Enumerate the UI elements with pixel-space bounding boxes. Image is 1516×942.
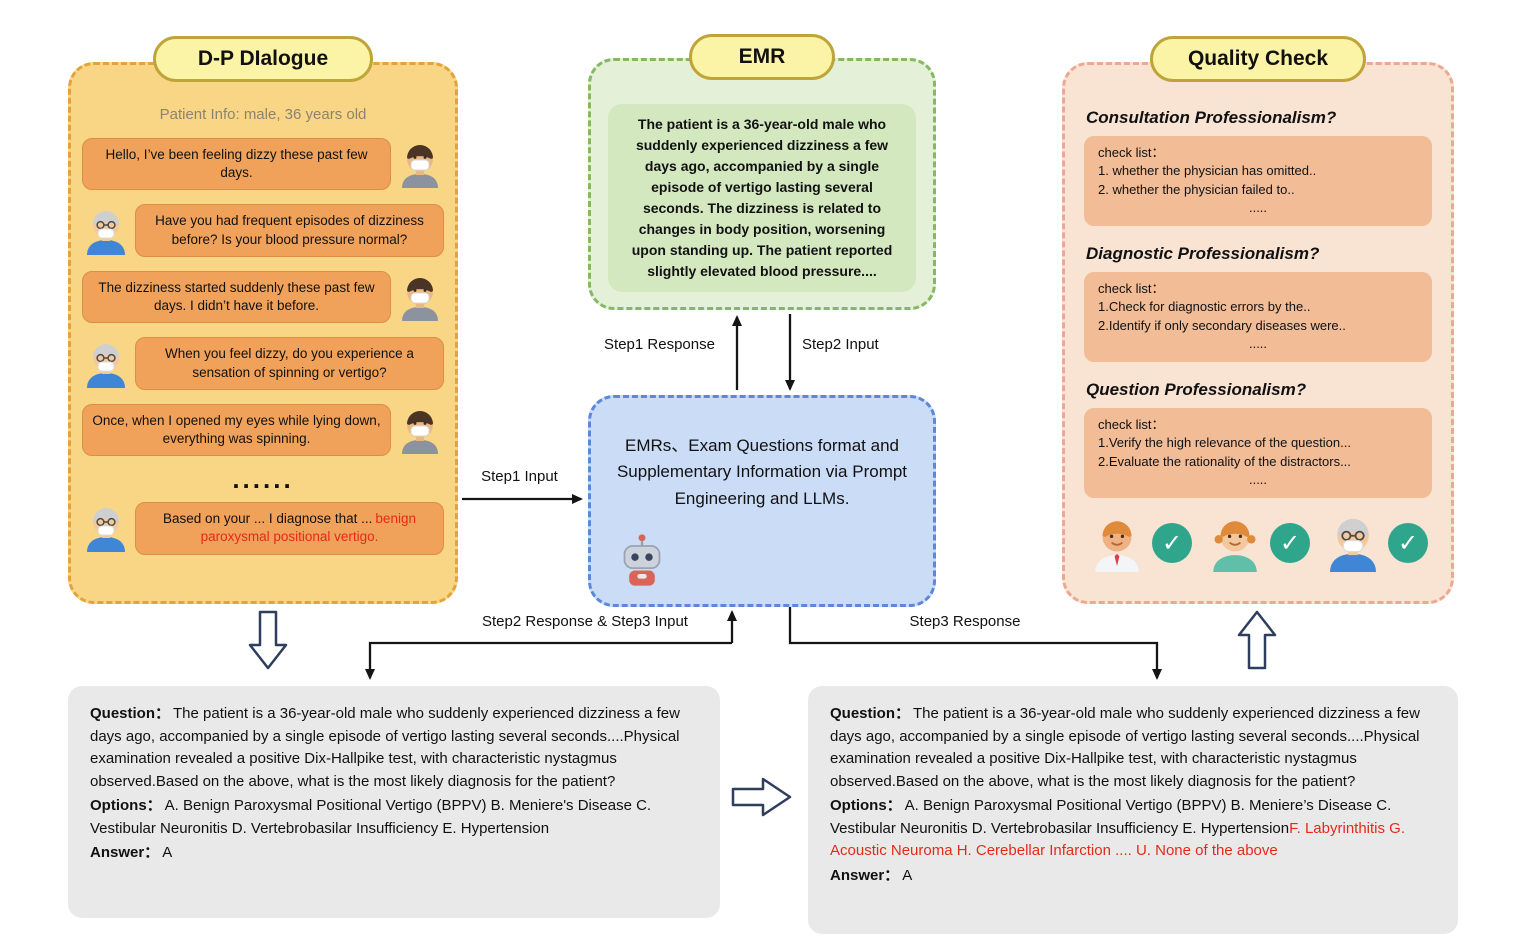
options-paragraph: Options：A. Benign Paroxysmal Positional … (830, 795, 1436, 863)
down-block-arrow (248, 610, 288, 670)
robot-icon (614, 532, 670, 588)
checklist-ellipsis: ..... (1248, 336, 1268, 352)
qc-heading-question: Question Professionalism? (1086, 380, 1307, 399)
up-block-arrow (1237, 610, 1277, 670)
patient-avatar-icon (396, 273, 444, 321)
doctor-bubble: When you feel dizzy, do you experience a… (135, 337, 444, 390)
question-label: Question： (830, 705, 911, 722)
emr-text: The patient is a 36-year-old male who su… (631, 116, 893, 279)
dialogue-ellipsis: ...... (232, 464, 294, 495)
checklist-ellipsis: ..... (1248, 472, 1268, 488)
chat-row-patient: Once, when I opened my eyes while lying … (82, 403, 444, 457)
qc-heading-consultation: Consultation Professionalism? (1086, 108, 1337, 127)
check-icon: ✓ (1270, 523, 1310, 563)
checklist-item: 2.Evaluate the rationality of the distra… (1098, 453, 1351, 469)
checklist-ellipsis: ..... (1248, 200, 1268, 216)
chat-row-patient: The dizziness started suddenly these pas… (82, 270, 444, 324)
options-label: Options： (90, 797, 162, 814)
question-text: The patient is a 36-year-old male who su… (830, 705, 1420, 790)
patient-bubble: Once, when I opened my eyes while lying … (82, 403, 391, 457)
chat-row-doctor: Have you had frequent episodes of dizzin… (82, 204, 444, 257)
doctor-avatar-icon (82, 340, 130, 388)
options-text: A. Benign Paroxysmal Positional Vertigo … (830, 797, 1392, 837)
checklist-item: 2.Identify if only secondary diseases we… (1098, 317, 1346, 333)
options-highlight: F. Labyrinthitis G. Acoustic Neuroma H. … (830, 819, 1406, 860)
step1-input-label: Step1 Input (481, 468, 558, 485)
answer-paragraph: Answer：A (90, 842, 698, 865)
reviewer-doctor-icon (1206, 514, 1264, 572)
checklist-title: check list： (1098, 417, 1165, 432)
diagnosis-text: Based on your ... I diagnose that ... (163, 511, 373, 527)
doctor-avatar-icon (82, 504, 130, 552)
emr-title-badge: EMR (689, 34, 835, 80)
checklist-item: 1. whether the physician has omitted.. (1098, 163, 1317, 179)
chat-row-doctor: When you feel dizzy, do you experience a… (82, 337, 444, 390)
checklist-item: 1.Verify the high relevance of the quest… (1098, 435, 1351, 451)
doctor-bubble: Have you had frequent episodes of dizzin… (135, 204, 444, 257)
llm-box-text: EMRs、Exam Questions format and Supplemen… (616, 436, 908, 508)
diagnosis-highlight: benign paroxysmal positional vertigo. (200, 511, 416, 545)
reviewer-row: ✓ ✓ ✓ (1062, 514, 1454, 572)
question-paragraph: Question：The patient is a 36-year-old ma… (830, 703, 1436, 793)
options-label: Options： (830, 797, 902, 814)
step1-response-label: Step1 Response (604, 336, 715, 353)
dialogue-title-badge: D-P DIalogue (153, 36, 373, 82)
answer-value: A (162, 844, 173, 861)
qc-checklist-question: check list： 1.Verify the high relevance … (1084, 408, 1432, 498)
right-block-arrow (731, 777, 792, 817)
checklist-item: 1.Check for diagnostic errors by the.. (1098, 299, 1311, 315)
check-icon: ✓ (1388, 523, 1428, 563)
patient-bubble: The dizziness started suddenly these pas… (82, 270, 391, 324)
question-label: Question： (90, 705, 171, 722)
chat-row-doctor: Based on your ... I diagnose that ...ben… (82, 502, 444, 555)
emr-card: The patient is a 36-year-old male who su… (608, 104, 916, 292)
exam-box-original: Question：The patient is a 36-year-old ma… (68, 686, 720, 918)
checklist-title: check list： (1098, 145, 1165, 160)
patient-avatar-icon (396, 406, 444, 454)
qc-heading-diagnostic: Diagnostic Professionalism? (1086, 244, 1320, 263)
qc-checklist-diagnostic: check list： 1.Check for diagnostic error… (1084, 272, 1432, 362)
step2-input-label: Step2 Input (802, 336, 879, 353)
step3-response-label: Step3 Response (909, 613, 1021, 630)
patient-info-text: Patient Info: male, 36 years old (159, 106, 367, 123)
patient-avatar-icon (396, 140, 444, 188)
question-text: The patient is a 36-year-old male who su… (90, 705, 680, 790)
options-text: A. Benign Paroxysmal Positional Vertigo … (90, 797, 652, 837)
check-icon: ✓ (1152, 523, 1192, 563)
answer-value: A (902, 866, 913, 884)
doctor-avatar-icon (82, 207, 130, 255)
options-paragraph: Options：A. Benign Paroxysmal Positional … (90, 795, 698, 840)
qc-checklist-consultation: check list： 1. whether the physician has… (1084, 136, 1432, 226)
reviewer-doctor-icon (1324, 514, 1382, 572)
chat-thread: Hello, I’ve been feeling dizzy these pas… (82, 138, 444, 555)
checklist-title: check list： (1098, 281, 1165, 296)
step2-response-step3-input-label: Step2 Response & Step3 Input (482, 613, 688, 630)
doctor-bubble-diagnosis: Based on your ... I diagnose that ...ben… (135, 502, 444, 555)
quality-check-title-badge: Quality Check (1150, 36, 1366, 82)
answer-paragraph: Answer：A (830, 865, 1436, 888)
chat-row-patient: Hello, I’ve been feeling dizzy these pas… (82, 138, 444, 191)
patient-bubble: Hello, I’ve been feeling dizzy these pas… (82, 138, 391, 191)
question-paragraph: Question：The patient is a 36-year-old ma… (90, 703, 698, 793)
checklist-item: 2. whether the physician failed to.. (1098, 181, 1295, 197)
exam-box-extended: Question：The patient is a 36-year-old ma… (808, 686, 1458, 934)
reviewer-doctor-icon (1088, 514, 1146, 572)
answer-label: Answer： (90, 844, 160, 861)
answer-label: Answer： (830, 866, 900, 884)
